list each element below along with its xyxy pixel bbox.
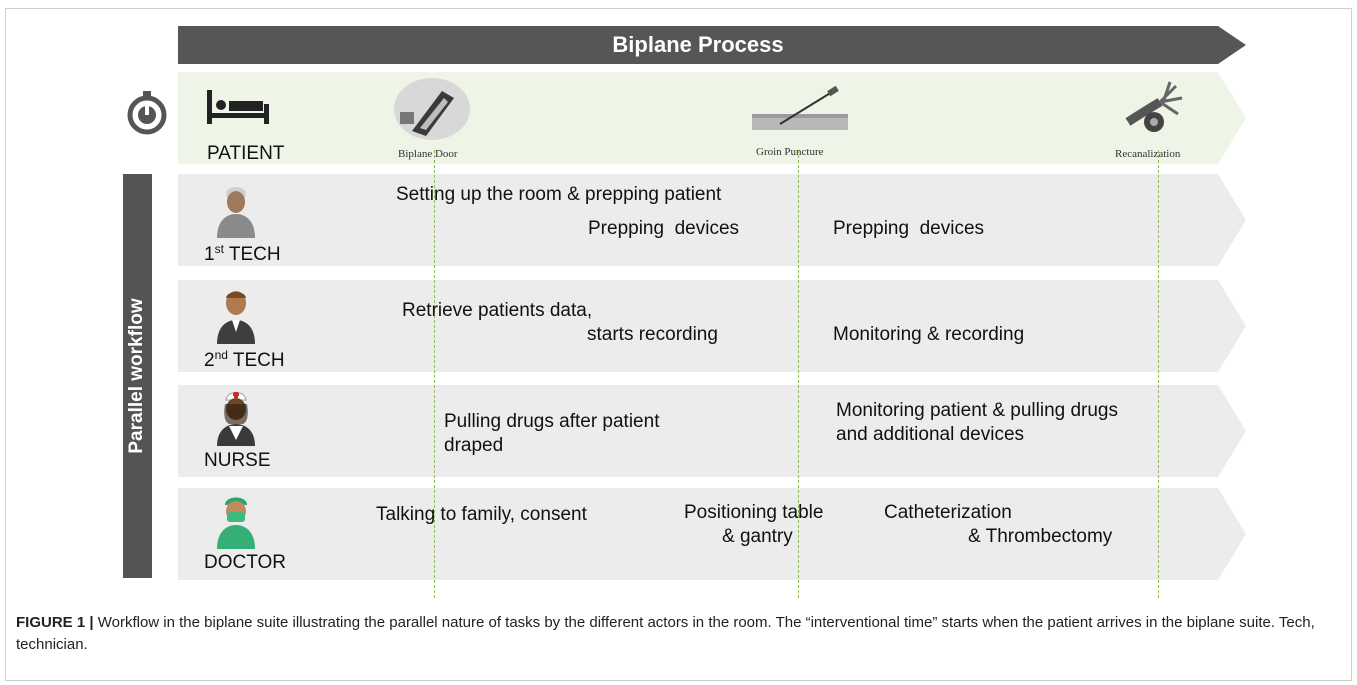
marker-line-groin-puncture — [798, 150, 799, 598]
task-talking-family: Talking to family, consent — [376, 504, 587, 525]
patient-label: PATIENT — [207, 143, 285, 164]
task-thrombectomy: & Thrombectomy — [968, 526, 1113, 547]
lane-label-1st-tech: 1st TECH — [204, 242, 281, 265]
marker-line-recanalization — [1158, 150, 1159, 598]
task-draped: draped — [444, 435, 504, 456]
groin-puncture-icon — [752, 86, 848, 130]
process-header-arrow — [178, 26, 1246, 64]
tech-avatar-icon — [217, 187, 255, 238]
figure-caption: FIGURE 1 | Workflow in the biplane suite… — [16, 612, 1336, 656]
marker-label-biplane-door: Biplane Door — [398, 148, 458, 160]
doctor-avatar-icon — [217, 497, 255, 549]
nurse-avatar-icon — [217, 392, 255, 446]
task-monitoring-patient: Monitoring patient & pulling drugs — [836, 400, 1119, 421]
task-additional-devices: and additional devices — [836, 424, 1025, 445]
task-prepping-devices-1: Prepping devices — [588, 218, 740, 239]
task-catheterization: Catheterization — [884, 502, 1012, 523]
stopwatch-icon — [127, 91, 167, 135]
caption-label: FIGURE 1 | — [16, 614, 94, 631]
task-positioning-table: Positioning table — [684, 502, 824, 523]
task-gantry: & gantry — [722, 526, 793, 547]
biplane-door-icon — [394, 78, 470, 140]
task-setting-up-room: Setting up the room & prepping patient — [396, 184, 722, 205]
tech-avatar-icon — [217, 291, 255, 344]
figure-frame — [5, 8, 1352, 681]
task-starts-recording: starts recording — [587, 324, 718, 345]
parallel-workflow-bar — [123, 174, 152, 578]
marker-label-groin-puncture: Groin Puncture — [756, 146, 824, 158]
recanalization-icon — [1125, 81, 1183, 132]
task-prepping-devices-2: Prepping devices — [833, 218, 985, 239]
task-monitoring-recording: Monitoring & recording — [833, 324, 1025, 345]
lane-label-nurse: NURSE — [204, 450, 271, 471]
bed-icon — [207, 90, 269, 124]
task-retrieve-data: Retrieve patients data, — [402, 300, 593, 321]
task-pulling-drugs: Pulling drugs after patient — [444, 411, 660, 432]
process-title: Biplane Process — [612, 32, 784, 57]
timeline-band — [178, 72, 1246, 164]
marker-line-biplane-door — [434, 150, 435, 598]
lane-label-doctor: DOCTOR — [204, 552, 286, 573]
caption-text: Workflow in the biplane suite illustrati… — [16, 614, 1315, 653]
marker-label-recanalization: Recanalization — [1115, 148, 1181, 160]
parallel-workflow-label: Parallel workflow — [126, 298, 147, 454]
lane-backgrounds — [178, 174, 1246, 580]
lane-label-2nd-tech: 2nd TECH — [204, 348, 285, 371]
